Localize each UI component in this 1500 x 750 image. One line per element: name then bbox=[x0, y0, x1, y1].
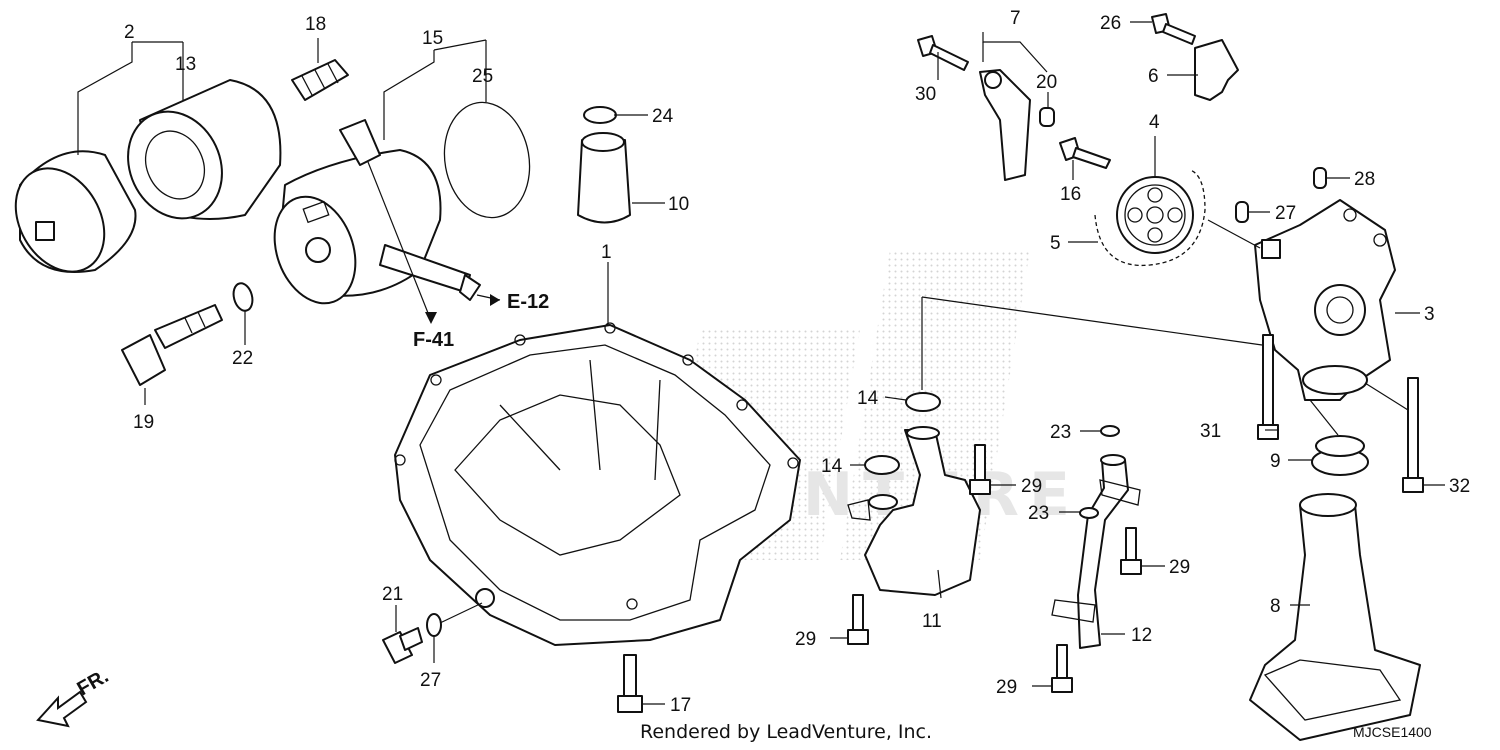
o-ring-23-upper bbox=[1100, 425, 1120, 437]
part-label: 19 bbox=[133, 412, 154, 433]
part-label: 28 bbox=[1354, 169, 1375, 190]
part-label: 26 bbox=[1100, 13, 1121, 34]
part-label: 17 bbox=[670, 695, 691, 716]
cooler-o-ring bbox=[443, 101, 531, 219]
bolts-29 bbox=[847, 444, 1142, 693]
e12-arrow bbox=[490, 294, 500, 306]
oil-pipe-11 bbox=[847, 426, 981, 596]
part-label: 8 bbox=[1270, 596, 1281, 617]
part-label: 23 bbox=[1050, 422, 1071, 443]
guide-bolt bbox=[917, 35, 969, 71]
f41-arrow bbox=[425, 312, 437, 324]
part-label-layer: 2 13 18 15 25 24 10 1 22 19 21 27 17 14 … bbox=[124, 8, 1470, 716]
part-label: 13 bbox=[175, 54, 196, 75]
chain-guide bbox=[979, 69, 1031, 181]
sprocket-bolt bbox=[1059, 137, 1111, 169]
oil-pipe-12 bbox=[1051, 454, 1141, 649]
oil-filter-cap bbox=[14, 150, 137, 273]
part-label: 27 bbox=[420, 670, 441, 691]
dowel-pin-27-b bbox=[1313, 167, 1327, 189]
part-label: 25 bbox=[472, 66, 493, 87]
oil-pan bbox=[394, 322, 801, 646]
cooler-bolt bbox=[121, 304, 223, 386]
part-label: 5 bbox=[1050, 233, 1061, 254]
part-label: 29 bbox=[795, 629, 816, 650]
part-label: 30 bbox=[915, 84, 936, 105]
pan-bolt-17 bbox=[617, 654, 643, 713]
oil-pump bbox=[1254, 199, 1396, 401]
pump-bolt-31 bbox=[1257, 334, 1279, 440]
part-label: 15 bbox=[422, 28, 443, 49]
reference-f41: F-41 bbox=[413, 329, 454, 351]
oil-collar bbox=[577, 106, 631, 224]
part-label: 6 bbox=[1148, 66, 1159, 87]
plate-bolt bbox=[1151, 13, 1196, 45]
part-label: 20 bbox=[1036, 72, 1057, 93]
tensioner-plate bbox=[1194, 39, 1239, 101]
part-label: 24 bbox=[652, 106, 674, 127]
part-label: 12 bbox=[1131, 625, 1152, 646]
part-label: 31 bbox=[1200, 421, 1221, 442]
part-label: 4 bbox=[1149, 112, 1160, 133]
leader-lines bbox=[77, 21, 1445, 705]
oil-cooler bbox=[273, 119, 481, 305]
pump-sprocket bbox=[1116, 176, 1194, 254]
pump-bolt-32 bbox=[1402, 377, 1424, 493]
part-label: 29 bbox=[1021, 476, 1042, 497]
part-label: 3 bbox=[1424, 304, 1435, 325]
part-label: 14 bbox=[857, 388, 879, 409]
part-label: 21 bbox=[382, 584, 403, 605]
o-ring-14-lower bbox=[864, 455, 900, 475]
part-label: 1 bbox=[601, 242, 612, 263]
strainer-seal bbox=[1311, 435, 1369, 476]
part-label: 22 bbox=[232, 348, 253, 369]
part-label: 29 bbox=[1169, 557, 1190, 578]
part-label: 27 bbox=[1275, 203, 1296, 224]
o-ring-14-upper bbox=[905, 392, 941, 412]
oil-strainer bbox=[1249, 493, 1421, 741]
part-label: 11 bbox=[922, 611, 942, 632]
pump-chain bbox=[1094, 169, 1206, 267]
part-label: 16 bbox=[1060, 184, 1081, 205]
guide-collar bbox=[1039, 107, 1055, 127]
oil-nipple bbox=[291, 59, 349, 101]
part-label: 9 bbox=[1270, 451, 1281, 472]
part-label: 14 bbox=[821, 456, 843, 477]
part-label: 18 bbox=[305, 14, 326, 35]
o-ring-23-lower bbox=[1079, 507, 1099, 519]
reference-e12: E-12 bbox=[507, 291, 549, 313]
oil-filter bbox=[127, 79, 282, 220]
part-label: 10 bbox=[668, 194, 689, 215]
front-marker: FR. bbox=[36, 665, 112, 728]
part-label: 29 bbox=[996, 677, 1017, 698]
dowel-pin-27-a bbox=[1235, 201, 1249, 223]
part-label: 2 bbox=[124, 22, 135, 43]
drain-washer bbox=[426, 613, 442, 637]
sealing-washer-22 bbox=[232, 282, 254, 312]
credit-text: Rendered by LeadVenture, Inc. bbox=[640, 721, 932, 743]
part-label: 7 bbox=[1010, 8, 1021, 29]
part-label: 23 bbox=[1028, 503, 1049, 524]
part-label: 32 bbox=[1449, 476, 1470, 497]
drain-bolt bbox=[382, 627, 423, 664]
diagram-code: MJCSE1400 bbox=[1353, 724, 1432, 740]
